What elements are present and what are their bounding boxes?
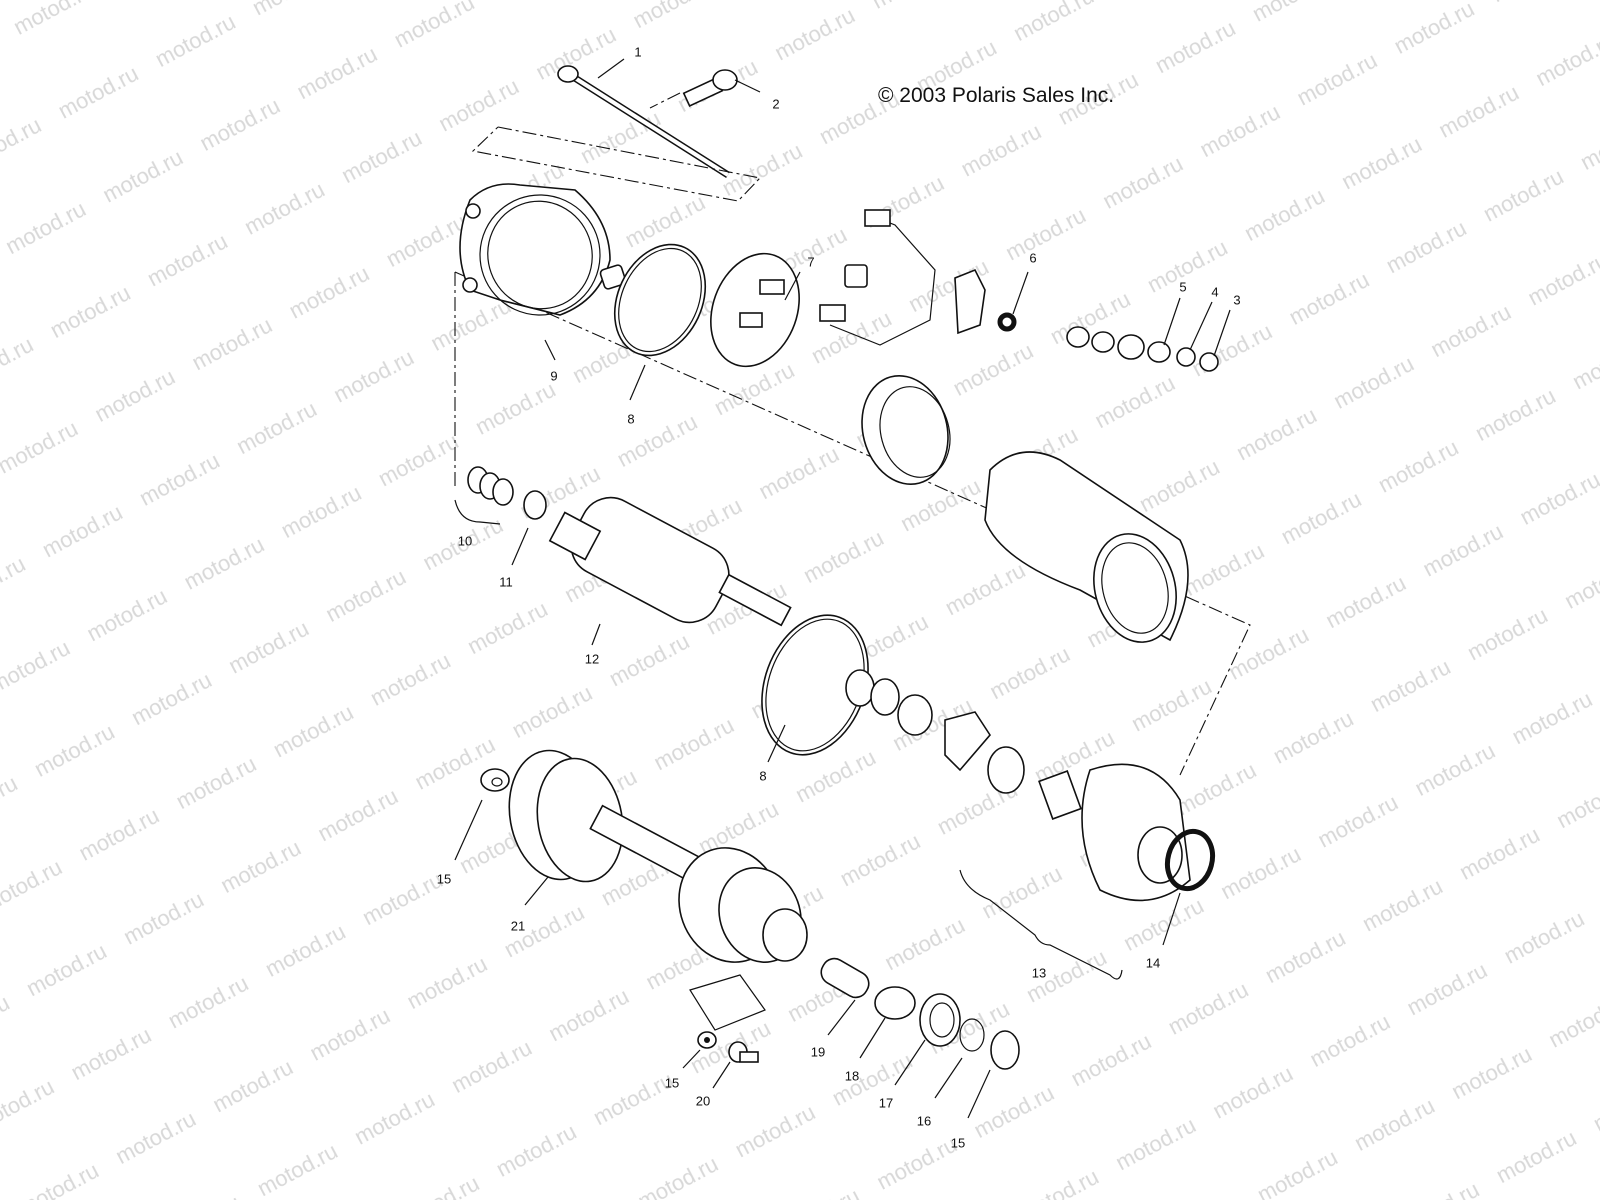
copyright-notice: © 2003 Polaris Sales Inc. [878, 84, 1115, 107]
brush-holder[interactable] [819, 209, 986, 346]
yoke-housing[interactable] [984, 451, 1189, 651]
callout-2: 2 [772, 96, 780, 112]
snap-ring-part-16[interactable] [934, 1018, 985, 1099]
callout-11: 11 [499, 574, 513, 590]
brush-frame-ring[interactable] [850, 366, 960, 494]
spring-part-19[interactable] [817, 954, 873, 1036]
washer-stack[interactable] [1066, 297, 1231, 372]
callout-4: 4 [1211, 284, 1219, 300]
callout-3: 3 [1233, 292, 1241, 308]
washer-part-15-left[interactable] [454, 768, 510, 861]
callout-1: 1 [634, 44, 642, 60]
gear-shaft-part-21[interactable] [499, 743, 701, 906]
callout-8-lower: 8 [759, 768, 767, 784]
brush-plate-part-7[interactable] [696, 241, 815, 379]
callout-15-bottom-right: 15 [950, 1135, 966, 1151]
o-ring-part-8-upper[interactable] [597, 230, 722, 401]
callout-13: 13 [1031, 965, 1047, 981]
washer-part-15-small[interactable] [682, 974, 766, 1069]
collar-part-18[interactable] [859, 986, 916, 1059]
callout-17: 17 [878, 1095, 894, 1111]
end-cover-part-9[interactable] [459, 178, 627, 361]
callout-20: 20 [695, 1093, 711, 1109]
spring-set-part-10[interactable] [454, 466, 514, 525]
thrust-washers[interactable] [845, 669, 1082, 820]
washer-part-15-right[interactable] [967, 1030, 1020, 1119]
assembly-outline-top [471, 126, 762, 202]
callout-6: 6 [1029, 250, 1037, 266]
washer-part-6[interactable] [997, 271, 1029, 332]
callout-7: 7 [807, 254, 815, 270]
callout-15-bottom-left: 15 [664, 1075, 680, 1091]
callout-8-upper: 8 [627, 411, 635, 427]
callout-5: 5 [1179, 279, 1187, 295]
callout-18: 18 [844, 1068, 860, 1084]
washer-part-11[interactable] [511, 490, 547, 566]
callout-12: 12 [584, 651, 600, 667]
screw-part-2[interactable] [649, 69, 761, 109]
callout-15-left: 15 [436, 871, 452, 887]
armature-part-12[interactable] [548, 487, 792, 646]
callout-16: 16 [916, 1113, 932, 1129]
bolt-part-20[interactable] [712, 1041, 759, 1089]
callout-14: 14 [1145, 955, 1161, 971]
bearing-part-17[interactable] [894, 993, 961, 1086]
drive-housing-part-13[interactable] [959, 763, 1191, 980]
through-bolt-part-1[interactable] [557, 58, 730, 178]
callout-10: 10 [457, 533, 473, 549]
callout-9: 9 [550, 368, 558, 384]
assembly-outline-main [454, 271, 1251, 776]
callout-19: 19 [810, 1044, 826, 1060]
overrunning-clutch[interactable] [663, 833, 814, 976]
callout-21: 21 [510, 918, 526, 934]
o-ring-part-14[interactable] [1161, 826, 1219, 946]
